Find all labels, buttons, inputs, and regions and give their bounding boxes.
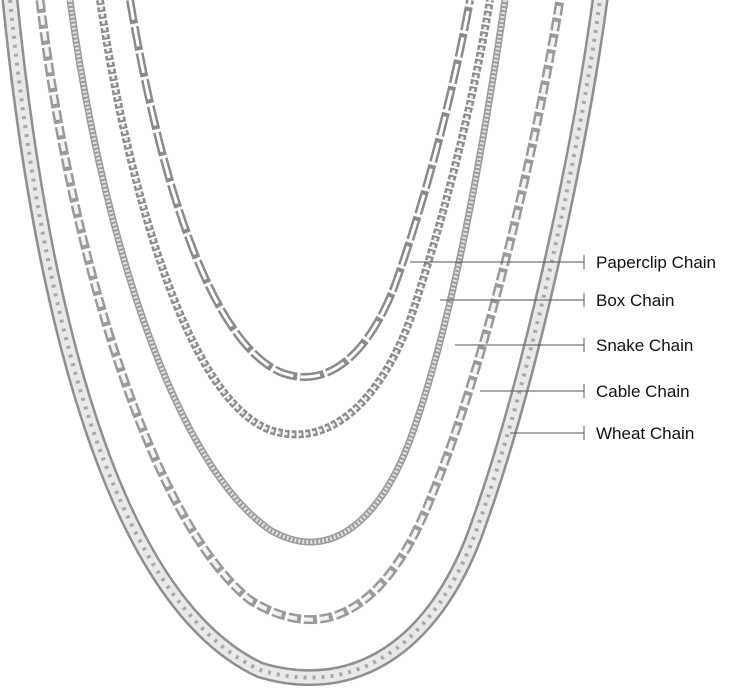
wheat-chain (1, 0, 609, 687)
box-chain (96, 0, 494, 439)
cable-chain (35, 0, 565, 624)
label-wheat-chain: Wheat Chain (596, 424, 695, 443)
wheat-chain-body (1, 0, 609, 687)
snake-chain (66, 0, 509, 546)
snake-chain-texture (68, 0, 507, 544)
paperclip-chain-hole (128, 0, 472, 379)
paperclip-chain (126, 0, 474, 381)
label-paperclip-chain: Paperclip Chain (596, 253, 717, 272)
leader-lines (410, 255, 585, 440)
wheat-chain-braid (8, 0, 602, 680)
label-cable-chain: Cable Chain (596, 382, 690, 401)
label-snake-chain: Snake Chain (596, 336, 694, 355)
box-chain-highlight (98, 0, 492, 436)
wheat-chain-highlight (4, 0, 606, 684)
snake-chain-body (66, 0, 509, 546)
label-box-chain: Box Chain (596, 291, 675, 310)
cable-chain-highlight (38, 0, 562, 622)
